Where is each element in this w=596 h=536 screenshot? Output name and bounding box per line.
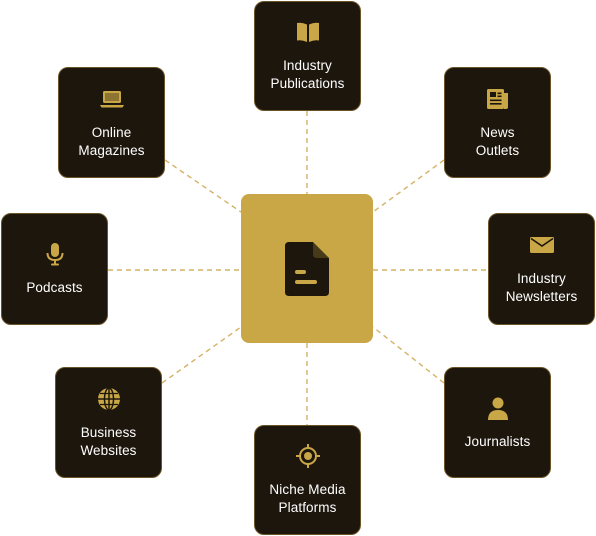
node-label: Online Magazines [78, 124, 145, 158]
node-podcasts: Podcasts [1, 213, 108, 325]
node-business-websites: Business Websites [55, 367, 162, 478]
central-hub [241, 194, 373, 343]
document-icon [285, 241, 329, 296]
microphone-icon [46, 243, 63, 266]
connector-business-websites [161, 326, 242, 384]
newspaper-icon [486, 88, 508, 109]
node-label: Niche Media Platforms [269, 482, 346, 515]
globe-icon [97, 386, 120, 411]
person-icon [487, 397, 508, 420]
node-label: Industry Newsletters [505, 271, 578, 304]
node-label: Business Websites [80, 424, 137, 458]
node-niche-media-platforms: Niche Media Platforms [254, 425, 361, 535]
node-industry-newsletters: Industry Newsletters [488, 213, 595, 325]
node-label: Podcasts [26, 280, 83, 295]
connector-online-magazines [164, 159, 242, 213]
node-industry-publications: Industry Publications [254, 1, 361, 111]
node-label: Journalists [464, 433, 531, 449]
target-icon [295, 444, 320, 468]
open-book-icon [296, 22, 319, 42]
node-label: News Outlets [475, 124, 520, 158]
connector-journalists [372, 326, 445, 384]
node-news-outlets: News Outlets [444, 67, 551, 178]
laptop-icon [99, 90, 124, 107]
node-label: Industry Publications [270, 58, 345, 91]
node-journalists: Journalists [444, 367, 551, 478]
node-online-magazines: Online Magazines [58, 67, 165, 178]
envelope-icon [529, 237, 554, 253]
connector-news-outlets [372, 159, 445, 213]
